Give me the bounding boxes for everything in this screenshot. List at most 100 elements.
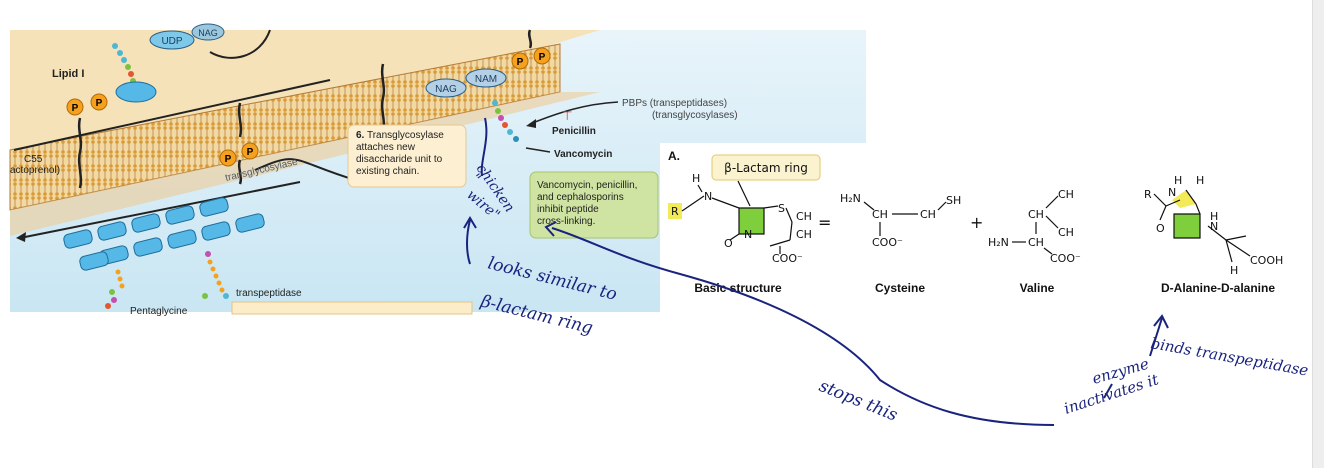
penicillin-label: Penicillin [552,126,596,137]
beta-lactam-callout-text: β-Lactam ring [724,161,808,175]
svg-text:CH: CH [1028,208,1044,221]
caption-valine: Valine [1020,281,1055,295]
pbp-arrow [529,101,619,125]
step6-line-2: attaches new [356,142,416,153]
stops-this-note: stops this [816,376,900,426]
svg-text:CH: CH [1058,188,1074,201]
bactoprenol-carriers [77,29,533,189]
equals-sign: = [818,213,831,232]
inhibit-line-3: inhibit peptide [537,204,599,215]
partial-caption-box [231,301,473,315]
svg-text:H₂N: H₂N [988,236,1009,249]
vancomycin-label: Vancomycin [554,149,612,160]
step6-line-1: 6. Transglycosylase [356,130,444,141]
svg-text:P: P [247,147,254,158]
peptidoglycan-lattice [63,197,265,309]
d-ala-d-ala-structure: R H N H O N H H COOH [1144,174,1283,277]
caption-d-ala-d-ala: D-Alanine-D-alanine [1161,281,1275,295]
lipid-i-sugar [115,81,157,103]
nag-molecule [425,78,467,98]
svg-text:S: S [778,202,785,215]
udp-label: UDP [161,36,182,47]
nag-top-molecule [191,23,225,41]
peptide-bond-highlight [1172,190,1196,208]
stops-this-curve [551,227,1055,426]
svg-text:CH: CH [872,208,888,221]
svg-text:CH: CH [1058,226,1074,239]
svg-text:H₂N: H₂N [840,192,861,205]
inhibit-line-4: cross-linking. [537,216,595,227]
plus-sign: + [970,213,983,232]
looks-similar-arrow-head [463,216,477,229]
looks-similar-arrow [466,219,471,265]
chicken-wire-pointer [480,117,488,177]
svg-text:COO⁻: COO⁻ [772,252,803,265]
svg-text:CH: CH [796,228,812,241]
svg-text:P: P [96,98,103,109]
step6-line-3: disaccharide unit to [356,154,443,165]
svg-text:O: O [1156,222,1165,235]
binds-note-1: binds transpeptidase [1149,334,1309,379]
scrollbar[interactable] [1312,0,1324,468]
basic-structure: β-Lactam ring R H N O N S CH CH COO⁻ [668,154,821,265]
inhibit-line-1: Vancomycin, penicillin, [537,180,637,191]
svg-text:N: N [704,190,712,203]
nam-peptide [492,100,519,142]
pentaglycine-label: Pentaglycine [130,306,188,317]
pbp-arrow-head [526,119,536,128]
svg-text:CH: CH [796,210,812,223]
step6-line-4: existing chain. [356,166,419,177]
udp-arrow [209,29,271,59]
svg-text:H: H [1210,210,1218,223]
svg-text:O: O [724,237,733,250]
cysteine-structure: H₂N CH CH SH COO⁻ [840,192,961,249]
nag-label: NAG [435,84,457,95]
r-group-highlight [668,203,682,219]
enzyme-arrow [1103,383,1113,399]
svg-text:R: R [1144,188,1152,201]
svg-text:H: H [1230,264,1238,277]
nam-label: NAM [475,74,497,85]
binds-arrow-head [1153,314,1169,329]
svg-text:N: N [1210,220,1218,233]
lower-arrow-head [16,232,26,242]
svg-text:P: P [517,57,524,68]
svg-text:P: P [539,52,546,63]
valine-structure: CH CH CH H₂N CH COO⁻ [988,188,1081,265]
inhibit-symbol: ⊤ [562,109,572,123]
phosphate-group: P P [66,93,108,116]
svg-text:P: P [72,103,79,114]
svg-text:CH: CH [920,208,936,221]
svg-text:COOH: COOH [1250,254,1283,267]
transglycosylase-arrow [254,158,356,181]
bactoprenol-label: actoprenol) [10,165,60,176]
nag-top-label: NAG [198,28,218,38]
inhibit-box [529,171,659,239]
panel-label: A. [668,149,680,163]
caption-cysteine: Cysteine [875,281,925,295]
ring-like-highlight [1174,214,1200,238]
pbps-label: PBPs (transpeptidases) [622,98,727,109]
svg-text:SH: SH [946,194,961,207]
svg-text:P: P [225,154,232,165]
vancomycin-pointer [525,147,551,153]
svg-text:H: H [1196,174,1204,187]
lipid-i-label: Lipid I [52,68,84,80]
cytoplasm-arrow [13,79,331,151]
chemical-structures-figure: A. β-Lactam ring R H N O N S CH CH COO⁻ [660,143,1296,313]
nam-molecule [465,68,507,88]
udp-molecule [149,30,195,50]
binds-arrow [1149,317,1163,357]
pbps-label-2: (transglycosylases) [652,110,738,121]
c55-label: C55 [24,154,43,165]
phosphate-group: P P [219,142,259,167]
beta-lactam-callout [711,154,821,181]
inhibit-line-2: and cephalosporins [537,192,624,203]
svg-text:COO⁻: COO⁻ [1050,252,1081,265]
svg-text:H: H [1174,174,1182,187]
transpeptidase-label: transpeptidase [236,288,302,299]
svg-text:COO⁻: COO⁻ [872,236,903,249]
stops-this-arrow-head [544,221,557,237]
svg-text:N: N [1168,186,1176,199]
